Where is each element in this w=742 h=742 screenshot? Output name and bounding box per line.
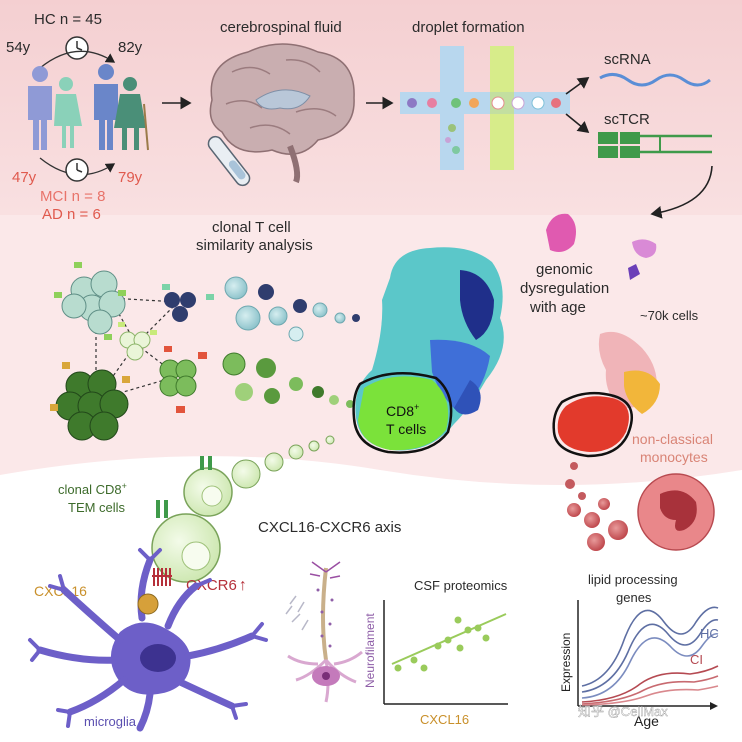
up-arrow-icon: ↑	[239, 577, 247, 594]
hc-age-max: 82y	[118, 39, 143, 56]
age-arrow-top	[39, 50, 116, 69]
genomic-label-2: dysregulation	[520, 280, 609, 297]
clone-network	[50, 262, 214, 441]
clock-icon	[65, 36, 89, 60]
people-icon	[28, 64, 149, 151]
clonal-label-1: clonal T cell	[212, 219, 291, 236]
cxcl16-ligand	[137, 593, 159, 615]
microglia-icon	[28, 548, 268, 732]
lipid-label-2: genes	[616, 590, 652, 605]
tem-label-2: TEM cells	[68, 500, 126, 515]
monocyte-stream	[565, 462, 628, 551]
proteomics-title: CSF proteomics	[414, 578, 508, 593]
arrow-to-analysis	[650, 165, 713, 219]
middle-band	[0, 215, 742, 485]
nonclassical-label-2: monocytes	[640, 449, 708, 465]
proteomics-xlabel: CXCL16	[420, 712, 469, 727]
cd8-label-1: CD8+	[386, 402, 419, 419]
rna-strand-icon	[599, 73, 711, 87]
neuron-icon	[285, 561, 363, 703]
cd8-label-2: T cells	[386, 421, 426, 437]
cell-count: ~70k cells	[640, 308, 699, 323]
proteomics-ylabel: Neurofilament	[363, 613, 377, 688]
genomic-label-3: with age	[529, 299, 586, 316]
patient-age-max: 79y	[118, 169, 143, 186]
monocyte-icon	[637, 473, 715, 551]
axis-label: CXCL16-CXCR6 axis	[258, 519, 401, 536]
arrow-to-sctcr	[565, 113, 590, 134]
patient-age-min: 47y	[12, 169, 37, 186]
tcr-icon	[598, 132, 712, 158]
myeloid-umap	[546, 213, 660, 458]
microglia-label: microglia	[84, 714, 137, 729]
lipid-label-1: lipid processing	[588, 572, 678, 587]
cxcr6-label: CXCR6↑	[186, 577, 247, 594]
brain-icon	[209, 43, 355, 184]
droplet-label: droplet formation	[412, 19, 525, 36]
watermark: 知乎 @CellMax	[578, 704, 668, 719]
tem-label-1: clonal CD8+	[58, 481, 127, 497]
clonal-label-2: similarity analysis	[196, 237, 313, 254]
hc-age-min: 54y	[6, 39, 31, 56]
cell-stream	[183, 276, 360, 517]
hc-count: HC n = 45	[34, 11, 102, 28]
genomic-label-1: genomic	[536, 261, 593, 278]
lipid-plot	[577, 600, 719, 710]
mci-count: MCI n = 8	[40, 188, 105, 205]
tube-icon	[207, 135, 251, 187]
csf-label: cerebrospinal fluid	[220, 19, 342, 36]
tem-cell	[151, 500, 221, 586]
tcell-umap	[352, 247, 504, 454]
droplet-channel-icon	[400, 46, 570, 170]
arrow-to-scrna	[565, 77, 590, 95]
scrna-label: scRNA	[604, 51, 651, 68]
sctcr-label: scTCR	[604, 111, 650, 128]
hc-series-label: HC	[700, 626, 719, 641]
ci-series-label: CI	[690, 652, 703, 667]
nonclassical-label-1: non-classical	[632, 431, 713, 447]
lipid-xlabel: Age	[634, 713, 659, 729]
lipid-ylabel: Expression	[559, 633, 573, 692]
ad-count: AD n = 6	[42, 206, 101, 223]
proteomics-plot	[383, 600, 508, 705]
clock-icon	[65, 158, 89, 182]
